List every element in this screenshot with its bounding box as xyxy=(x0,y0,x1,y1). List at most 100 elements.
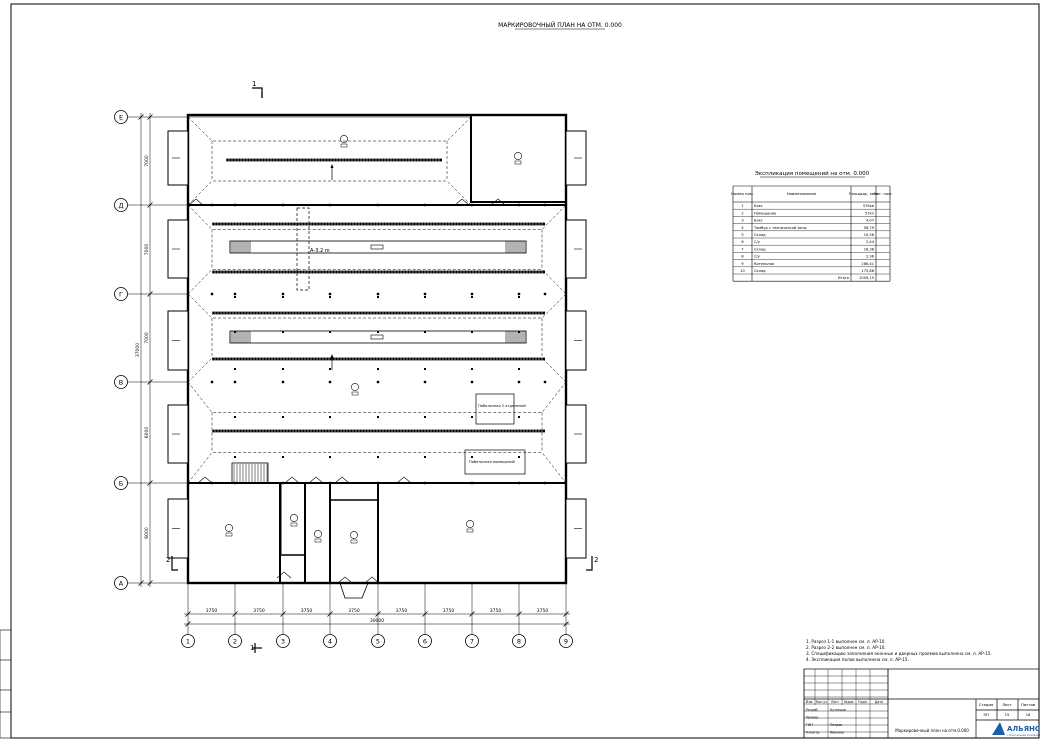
svg-text:1: 1 xyxy=(250,644,254,652)
column xyxy=(470,292,474,296)
truss-dashed xyxy=(187,204,567,295)
stamp-name: Кузнецов xyxy=(830,708,846,712)
table-cell: Бокс xyxy=(754,204,763,208)
door-swing xyxy=(334,476,350,484)
column xyxy=(470,380,474,384)
room-marker-box xyxy=(350,539,358,544)
table-header: Номер пом. xyxy=(731,191,754,196)
column xyxy=(470,481,474,485)
column xyxy=(210,380,214,384)
table-cell: 3 xyxy=(741,219,743,223)
axis-label-col: 7 xyxy=(470,638,474,646)
table-cell: 58,79 xyxy=(864,226,875,230)
table-cell: 2,96 xyxy=(866,255,875,259)
room-marker xyxy=(514,152,522,160)
stair xyxy=(231,462,269,484)
table-header: Кат. пом. xyxy=(874,191,893,196)
stamp-col-header: Изм. xyxy=(806,700,814,704)
annotation-box-2: Побелочная помещений xyxy=(464,449,526,475)
company-logo-icon xyxy=(992,722,1005,735)
column xyxy=(376,203,380,207)
room-marker-box xyxy=(351,391,359,396)
column xyxy=(234,456,236,458)
column xyxy=(377,331,379,333)
axis-bubble-row xyxy=(114,110,128,124)
room-marker xyxy=(225,524,233,532)
axis-label-col: 6 xyxy=(423,638,427,646)
column xyxy=(377,416,379,418)
axis-label-col: 3 xyxy=(281,638,285,646)
table-cell: 57кп xyxy=(865,211,875,215)
label-box xyxy=(370,334,384,340)
table-cell: 10,56 xyxy=(864,233,875,237)
stamp-col-header: Лист xyxy=(831,700,839,704)
table-cell: С/у xyxy=(754,240,761,244)
svg-text:2: 2 xyxy=(594,556,598,564)
room-top-right xyxy=(470,114,567,203)
svg-text:Листов: Листов xyxy=(1021,702,1036,707)
axis-bubble-col xyxy=(559,634,573,648)
table-cell: 175,88 xyxy=(861,269,874,273)
annotation-box-1: Побелочная 2 отделений xyxy=(475,393,526,425)
table-header: Наименование xyxy=(787,191,817,196)
table-cell: 2,44 xyxy=(866,240,875,244)
column xyxy=(517,380,521,384)
svg-text:18: 18 xyxy=(1026,712,1031,717)
axis-bubble-col xyxy=(371,634,385,648)
dim-label: 3750 xyxy=(443,608,455,614)
axis-label-row: А xyxy=(119,580,124,588)
table-cell: 5 xyxy=(741,233,743,237)
column xyxy=(234,296,236,298)
column xyxy=(471,416,473,418)
column xyxy=(233,380,237,384)
axis-bubble-col xyxy=(323,634,337,648)
column xyxy=(376,380,380,384)
room-marker-box xyxy=(514,160,522,165)
column xyxy=(471,296,473,298)
room-tag: А-3.2 m xyxy=(310,248,330,254)
axis-label-col: 1 xyxy=(186,638,190,646)
svg-text:3. Спецификацию заполнения око: 3. Спецификацию заполнения оконных и две… xyxy=(806,651,992,656)
partition-thick xyxy=(279,484,282,554)
section-marks: 1 1 2 2 xyxy=(166,80,598,653)
column xyxy=(282,416,284,418)
axis-label-col: 9 xyxy=(564,638,568,646)
svg-text:Стадия: Стадия xyxy=(979,702,994,707)
stamp-col-header: Кол.уч xyxy=(816,700,827,704)
svg-text:1. Разрез 1-1 выполнен см. л.: 1. Разрез 1-1 выполнен см. л. АР-10. xyxy=(806,639,886,644)
column xyxy=(234,416,236,418)
table-cell: 2 xyxy=(741,211,743,215)
room-marker xyxy=(351,383,359,391)
table-cell: Склад xyxy=(754,233,766,237)
column xyxy=(470,203,474,207)
cage-row xyxy=(229,240,527,254)
column xyxy=(518,456,520,458)
column xyxy=(282,368,284,370)
axis-bubble-row xyxy=(114,576,128,590)
dim-label: 3750 xyxy=(253,608,265,614)
column xyxy=(376,292,380,296)
column xyxy=(423,481,427,485)
dim-total-label: 30000 xyxy=(370,618,384,624)
axis-bubble-row xyxy=(114,375,128,389)
column xyxy=(234,368,236,370)
svg-text:Лист: Лист xyxy=(1002,702,1012,707)
column xyxy=(234,331,236,333)
arrow-head xyxy=(330,354,334,358)
column xyxy=(328,380,332,384)
table-cell: 4,07 xyxy=(866,219,874,223)
stamp-text: Стадия Лист Листов ЭП 15 18 Маркировочны… xyxy=(895,702,1040,737)
column xyxy=(471,368,473,370)
column xyxy=(328,292,332,296)
column xyxy=(543,203,547,207)
svg-text:строительная компания: строительная компания xyxy=(1007,734,1041,737)
column xyxy=(376,481,380,485)
conveyor-line xyxy=(212,429,545,433)
dim-label: 7000 xyxy=(144,155,150,167)
axis-bubble-row xyxy=(114,287,128,301)
column xyxy=(329,368,331,370)
svg-text:Маркировочный план на отм.0.00: Маркировочный план на отм.0.000 xyxy=(895,728,969,733)
arrow-head xyxy=(330,164,334,168)
column xyxy=(329,416,331,418)
column xyxy=(282,296,284,298)
